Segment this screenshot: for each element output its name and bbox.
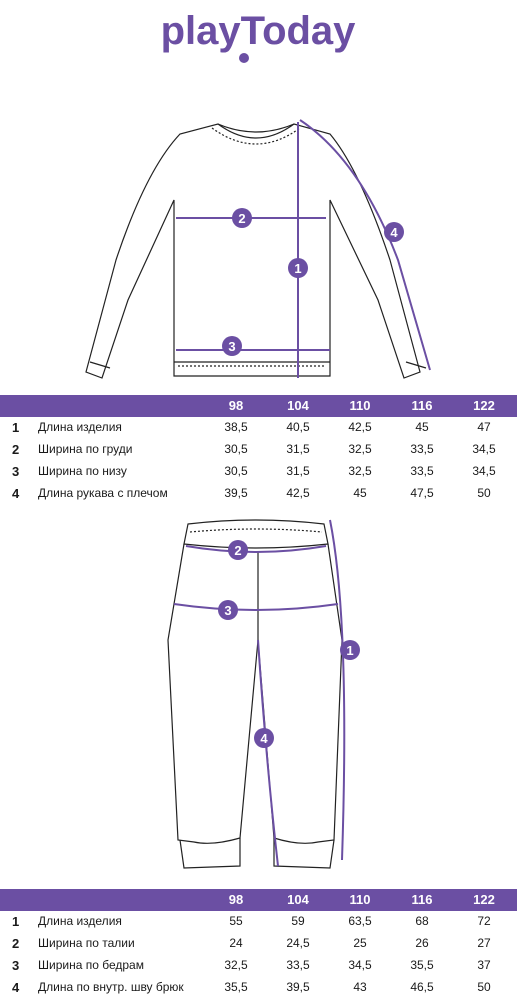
table-row: 2 Ширина по талии 24 24,5 25 26 27: [12, 936, 491, 951]
pants-drawing: 1 2 3 4: [167, 519, 360, 869]
marker-4: 4: [260, 731, 268, 746]
table-row: 4 Длина по внутр. шву брюк 35,5 39,5 43 …: [12, 980, 491, 995]
marker-2: 2: [238, 211, 245, 226]
table-row: 1 Длина изделия 55 59 63,5 68 72: [12, 914, 491, 929]
table-header: 98 104 110 116 122: [0, 889, 517, 911]
table-row: 1 Длина изделия 38,5 40,5 42,5 45 47: [12, 420, 491, 435]
table-header: 98 104 110 116 122: [0, 395, 517, 417]
marker-4: 4: [390, 225, 398, 240]
marker-1: 1: [294, 261, 301, 276]
logo-text: playToday: [161, 9, 357, 53]
table-row: 3 Ширина по бедрам 32,5 33,5 34,5 35,5 3…: [12, 958, 491, 973]
marker-1: 1: [346, 643, 353, 658]
marker-3: 3: [224, 603, 231, 618]
top-size-table: 98 104 110 116 122 1 Длина изделия 38,5 …: [0, 395, 517, 505]
shirt-drawing: 1 2 3 4: [85, 119, 431, 379]
table-row: 3 Ширина по низу 30,5 31,5 32,5 33,5 34,…: [12, 464, 496, 479]
marker-3: 3: [228, 339, 235, 354]
table-row: 4 Длина рукава с плечом 39,5 42,5 45 47,…: [12, 486, 491, 501]
marker-2: 2: [234, 543, 241, 558]
bottom-size-table: 98 104 110 116 122 1 Длина изделия 55 59…: [0, 889, 517, 999]
brand-logo: playToday: [161, 9, 357, 63]
table-row: 2 Ширина по груди 30,5 31,5 32,5 33,5 34…: [12, 442, 496, 457]
